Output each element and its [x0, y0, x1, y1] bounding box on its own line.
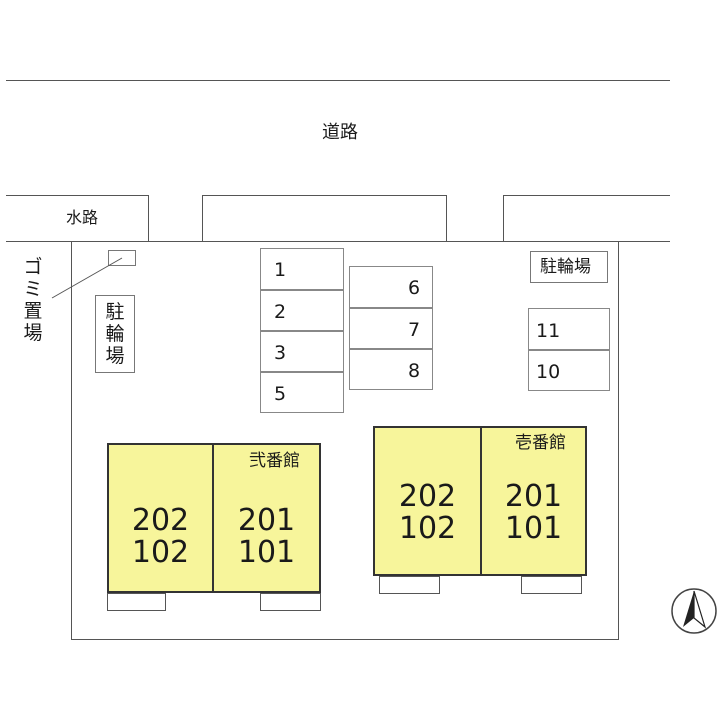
- stall-number: 8: [408, 360, 421, 382]
- stall-number: 10: [536, 361, 561, 383]
- bike-parking-left: 駐 輪 場: [95, 295, 135, 373]
- entrance-step: [379, 576, 440, 594]
- garbage-char-2: 置: [23, 300, 43, 322]
- unit-upper: 201: [237, 503, 296, 538]
- garbage-char-0: ゴ: [23, 256, 43, 278]
- bike-left-char-0: 駐: [105, 301, 125, 323]
- stall-number: 2: [274, 301, 287, 323]
- unit-upper: 201: [504, 479, 563, 514]
- entrance-step: [107, 593, 166, 611]
- parking-stall-8: 8: [349, 349, 433, 390]
- parking-stall-1: 1: [260, 248, 344, 290]
- parking-stall-10: 10: [528, 350, 610, 391]
- parking-stall-5: 5: [260, 372, 344, 413]
- stall-number: 3: [274, 342, 287, 364]
- parking-stall-6: 6: [349, 266, 433, 308]
- road-label: 道路: [322, 122, 358, 143]
- entrance-step: [521, 576, 582, 594]
- waterway-strip: [6, 195, 149, 241]
- building-ichi-right-unit: 壱番館 201 101: [480, 426, 587, 576]
- stall-number: 7: [408, 319, 421, 341]
- unit-upper: 202: [131, 503, 190, 538]
- parking-stall-3: 3: [260, 331, 344, 372]
- unit-lower: 101: [237, 535, 296, 570]
- lot-boundary: [71, 241, 619, 640]
- bike-left-char-1: 輪: [105, 323, 125, 345]
- building-ni-left-unit: 202 102: [107, 443, 214, 593]
- entrance-step: [260, 593, 321, 611]
- stall-number: 1: [274, 259, 287, 281]
- bike-parking-right: 駐輪場: [530, 251, 608, 283]
- road-top-line: [6, 80, 670, 81]
- parking-stall-11: 11: [528, 308, 610, 350]
- unit-lower: 102: [131, 535, 190, 570]
- parking-stall-2: 2: [260, 290, 344, 331]
- road-edge-right: [503, 195, 670, 241]
- stall-number: 6: [408, 277, 421, 299]
- unit-lower: 102: [398, 511, 457, 546]
- building-ni-right-unit: 弐番館 201 101: [212, 443, 321, 593]
- building-ichi-name: 壱番館: [515, 433, 566, 453]
- parking-stall-7: 7: [349, 308, 433, 349]
- waterway-label: 水路: [66, 208, 99, 227]
- garbage-area-label: ゴ ミ 置 場: [22, 256, 44, 344]
- unit-lower: 101: [504, 511, 563, 546]
- stall-number: 11: [536, 320, 561, 342]
- garbage-char-1: ミ: [23, 278, 43, 300]
- lot-top-line-left: [6, 241, 670, 242]
- stall-number: 5: [274, 383, 287, 405]
- road-edge-middle: [202, 195, 447, 241]
- garbage-char-3: 場: [23, 322, 43, 344]
- bike-right-label: 駐輪場: [540, 257, 591, 277]
- building-ni-name: 弐番館: [249, 451, 300, 471]
- unit-upper: 202: [398, 479, 457, 514]
- bike-left-char-2: 場: [105, 345, 125, 367]
- building-ichi-left-unit: 202 102: [373, 426, 482, 576]
- north-arrow-icon: [671, 588, 717, 634]
